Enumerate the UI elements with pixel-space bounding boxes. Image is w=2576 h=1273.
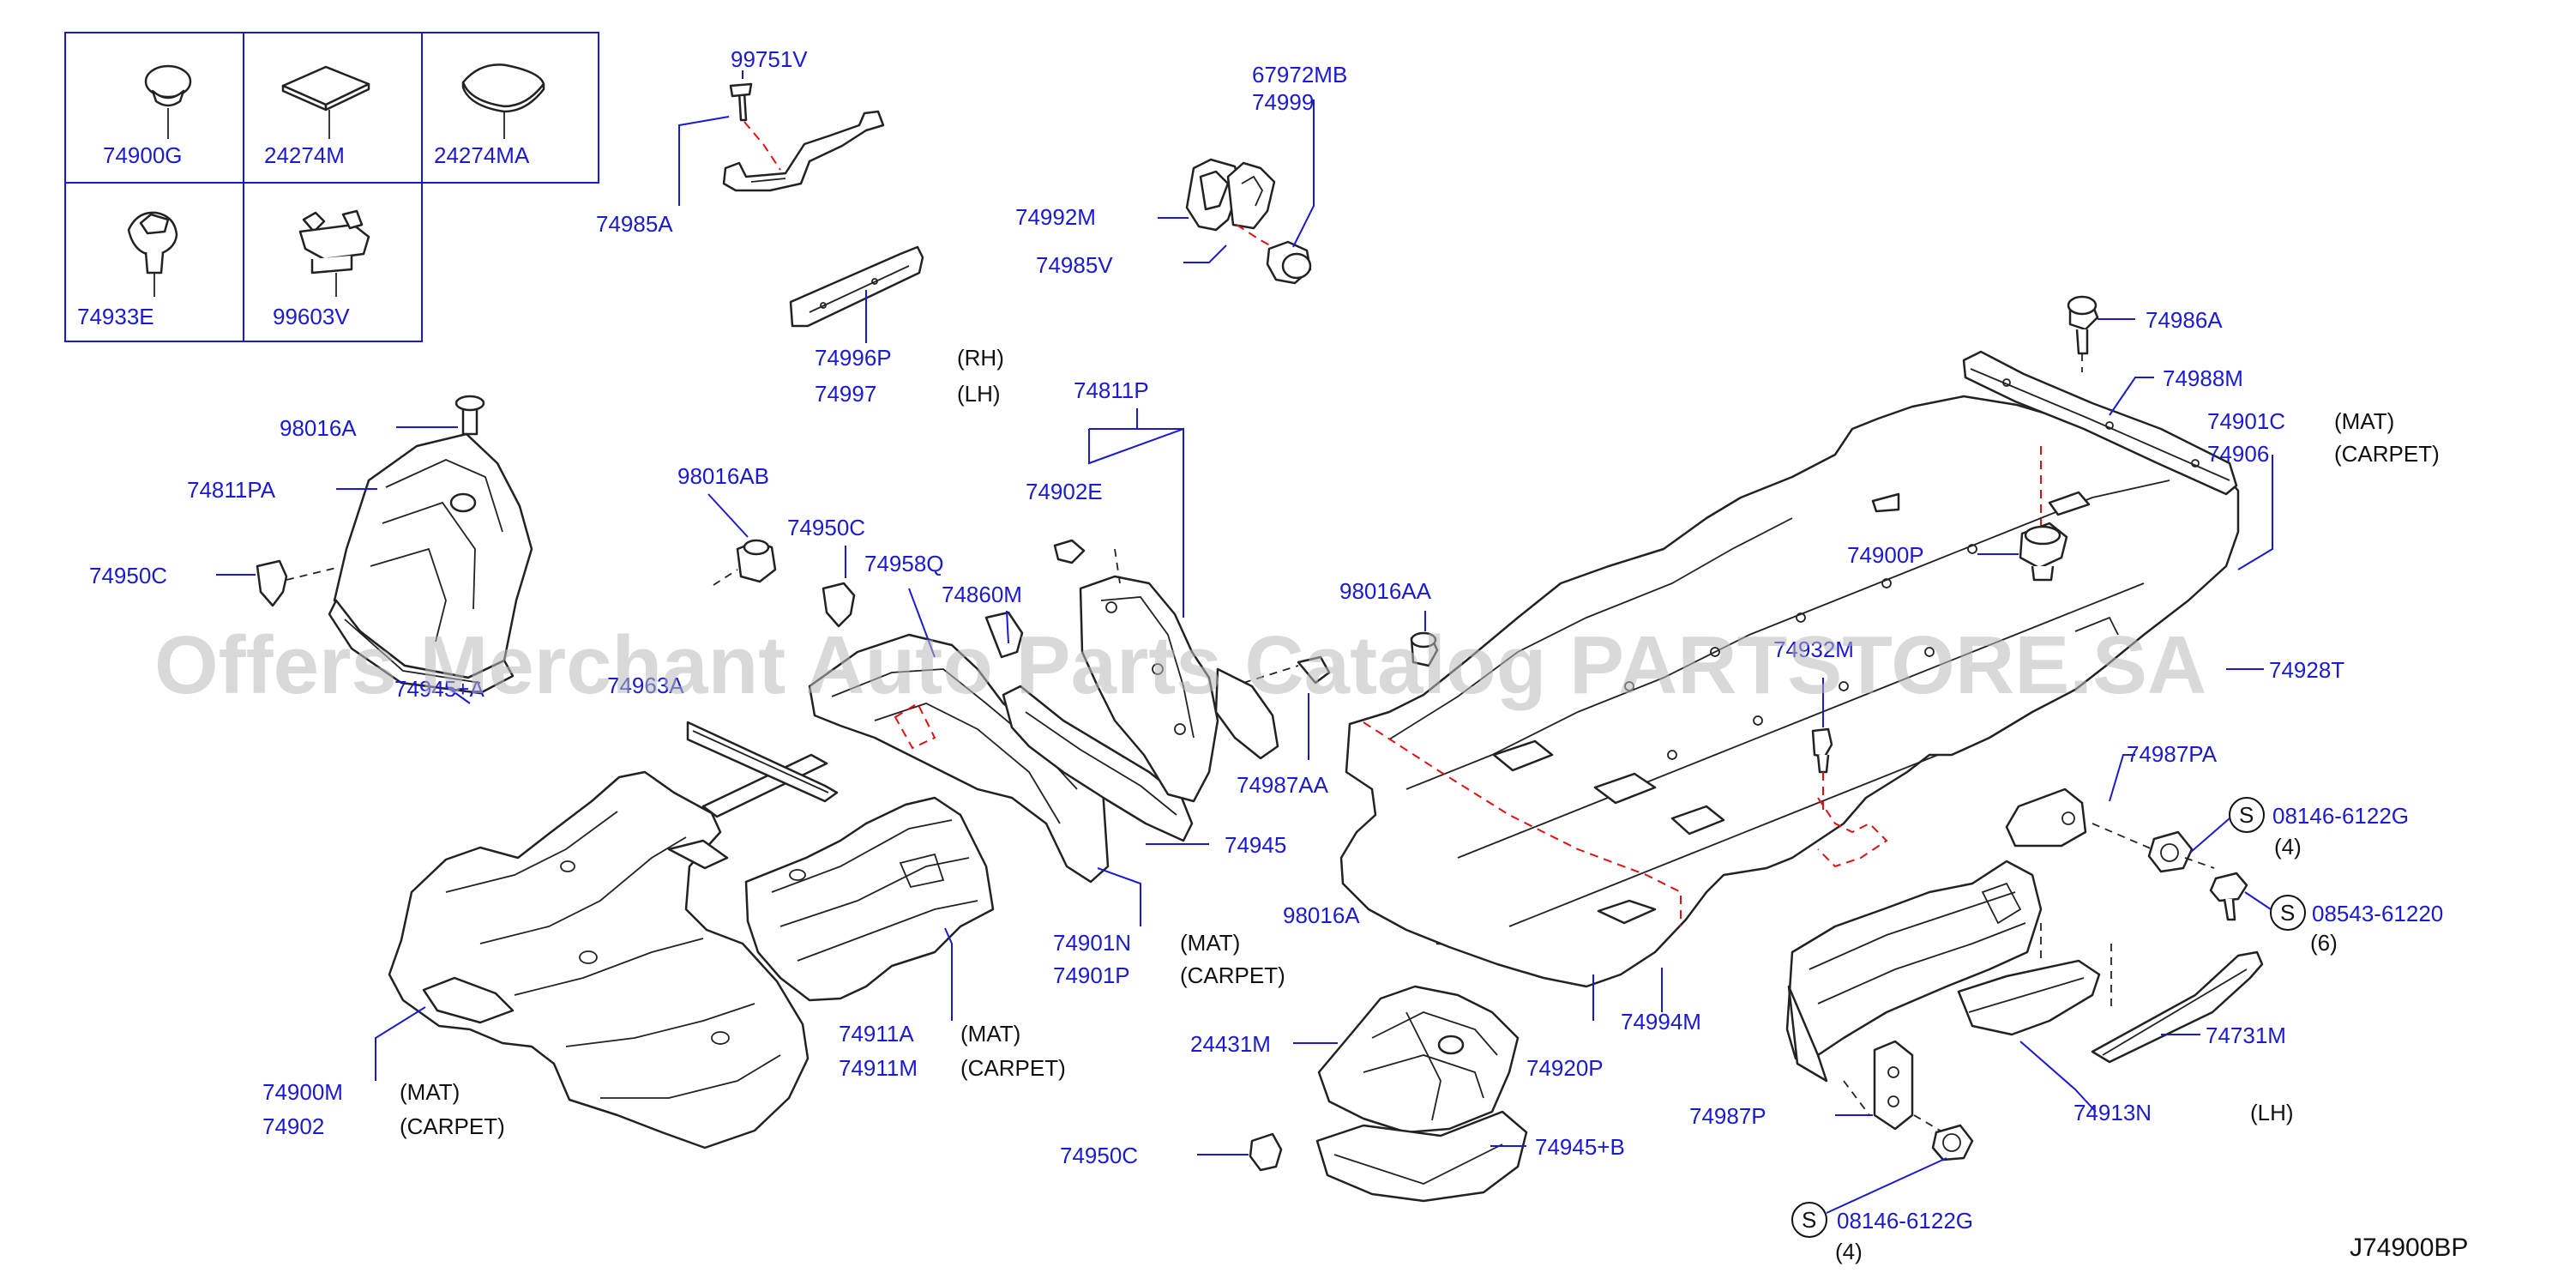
note-lh-74913N: (LH) bbox=[2250, 1100, 2294, 1125]
bracket-74992M-illustration bbox=[1185, 158, 1312, 285]
callout-74900P[interactable]: 74900P bbox=[1847, 542, 1924, 568]
legend-part-99603V[interactable]: 99603V bbox=[273, 304, 350, 329]
note-carpet-74911M: (CARPET) bbox=[960, 1055, 1066, 1081]
callout-08146-top[interactable]: 08146-6122G bbox=[2272, 803, 2409, 829]
clip-74932M-illustration bbox=[1811, 727, 1833, 815]
legend-box: 74900G 24274M 24274MA 74933E bbox=[64, 32, 599, 342]
legend-part-24274MA[interactable]: 24274MA bbox=[434, 142, 530, 168]
callout-74901C[interactable]: 74901C bbox=[2207, 408, 2285, 434]
callout-74902[interactable]: 74902 bbox=[262, 1113, 324, 1139]
callout-74994M[interactable]: 74994M bbox=[1621, 1009, 1701, 1035]
callout-74731M[interactable]: 74731M bbox=[2206, 1023, 2286, 1048]
note-mat-74911A: (MAT) bbox=[960, 1021, 1020, 1047]
note-carpet-74901P: (CARPET) bbox=[1180, 962, 1285, 988]
clip-74900P-illustration bbox=[2019, 522, 2068, 582]
bracket-assembly-center-illustration bbox=[713, 539, 1331, 884]
callout-74950C-bot[interactable]: 74950C bbox=[1060, 1143, 1138, 1168]
diagram-code: J74900BP bbox=[2350, 1234, 2468, 1262]
square-pad-icon bbox=[281, 65, 370, 139]
callout-74987AA[interactable]: 74987AA bbox=[1237, 772, 1329, 798]
watermark: Offers Merchant Auto Parts Catalog PARTS… bbox=[154, 619, 2206, 711]
bracket-74987PA-illustration bbox=[2005, 787, 2248, 921]
callout-74950C-left[interactable]: 74950C bbox=[89, 563, 167, 588]
callout-74902E[interactable]: 74902E bbox=[1026, 479, 1103, 504]
bracket-clip-icon bbox=[298, 209, 370, 297]
tray-74913N-illustration bbox=[1785, 860, 2264, 1161]
callout-98016A-bot[interactable]: 98016A bbox=[1283, 902, 1360, 928]
floor-mat-74900M-illustration bbox=[388, 753, 828, 1149]
screw-08543: S bbox=[2244, 891, 2306, 931]
s-mark-bot: S bbox=[1802, 1207, 1816, 1233]
note-mat-74900M: (MAT) bbox=[400, 1079, 460, 1105]
callout-74987P[interactable]: 74987P bbox=[1689, 1103, 1766, 1129]
callout-74963A[interactable]: 74963A bbox=[607, 673, 684, 698]
callout-98016A-top[interactable]: 98016A bbox=[280, 415, 357, 441]
callout-74958Q[interactable]: 74958Q bbox=[864, 551, 944, 576]
callout-74860M[interactable]: 74860M bbox=[942, 582, 1022, 607]
legend-part-74933E[interactable]: 74933E bbox=[77, 304, 154, 329]
note-carpet-74902: (CARPET) bbox=[400, 1113, 505, 1139]
callout-74945A[interactable]: 74945+A bbox=[394, 676, 485, 702]
callout-74985V[interactable]: 74985V bbox=[1036, 252, 1113, 278]
callout-98016AA[interactable]: 98016AA bbox=[1339, 578, 1432, 604]
callout-74992M[interactable]: 74992M bbox=[1015, 204, 1096, 230]
callout-74999[interactable]: 74999 bbox=[1252, 89, 1314, 115]
screw-08146-bot: S bbox=[1791, 1157, 1947, 1238]
callout-99751V[interactable]: 99751V bbox=[731, 46, 808, 72]
note-carpet-74906: (CARPET) bbox=[2334, 441, 2440, 467]
callout-24431M[interactable]: 24431M bbox=[1190, 1031, 1271, 1057]
callout-74811PA[interactable]: 74811PA bbox=[187, 477, 276, 503]
legend-part-24274M[interactable]: 24274M bbox=[264, 142, 345, 168]
callout-74932M[interactable]: 74932M bbox=[1773, 636, 1854, 662]
note-lh-74997: (LH) bbox=[957, 381, 1001, 407]
strip-74996P-illustration bbox=[789, 245, 924, 328]
floor-mat-74911A-illustration bbox=[744, 796, 995, 1002]
note-qty4-bot: (4) bbox=[1835, 1239, 1863, 1264]
rail-74988M-illustration bbox=[1962, 295, 2238, 496]
note-mat-74901N: (MAT) bbox=[1180, 930, 1240, 956]
s-mark-08543: S bbox=[2280, 900, 2295, 926]
callout-74988M[interactable]: 74988M bbox=[2163, 365, 2243, 391]
callout-74945[interactable]: 74945 bbox=[1225, 832, 1286, 858]
note-qty6: (6) bbox=[2310, 930, 2338, 956]
screw-08146-top: S bbox=[2189, 797, 2265, 854]
callout-74928T[interactable]: 74928T bbox=[2269, 657, 2344, 683]
cargo-mat-74901C-illustration bbox=[1339, 395, 2240, 988]
rounded-pad-icon bbox=[461, 63, 545, 139]
callout-74913N[interactable]: 74913N bbox=[2073, 1100, 2152, 1125]
callout-74906[interactable]: 74906 bbox=[2207, 441, 2269, 467]
callout-08146-bot[interactable]: 08146-6122G bbox=[1837, 1208, 1973, 1234]
note-qty4-top: (4) bbox=[2274, 834, 2302, 860]
s-mark-top: S bbox=[2239, 802, 2254, 828]
bracket-74985A-illustration bbox=[722, 82, 885, 192]
callout-74901P[interactable]: 74901P bbox=[1053, 962, 1130, 988]
note-rh: (RH) bbox=[957, 345, 1004, 371]
callout-74811P[interactable]: 74811P bbox=[1074, 377, 1149, 403]
callout-98016AB[interactable]: 98016AB bbox=[677, 463, 769, 489]
callout-08543[interactable]: 08543-61220 bbox=[2312, 901, 2443, 926]
callout-74900M[interactable]: 74900M bbox=[262, 1079, 343, 1105]
insulator-74811PA-illustration bbox=[256, 395, 533, 695]
clip-98016AA-illustration bbox=[1410, 631, 1439, 667]
callout-74997[interactable]: 74997 bbox=[815, 381, 876, 407]
callout-67972MB[interactable]: 67972MB bbox=[1252, 62, 1347, 87]
callout-74920P[interactable]: 74920P bbox=[1526, 1055, 1604, 1081]
callout-74901N[interactable]: 74901N bbox=[1053, 930, 1131, 956]
callout-74945B[interactable]: 74945+B bbox=[1535, 1134, 1625, 1160]
callout-74986A[interactable]: 74986A bbox=[2146, 307, 2223, 333]
callout-74950C-mid[interactable]: 74950C bbox=[787, 515, 865, 540]
strip-74963A-illustration bbox=[686, 721, 839, 803]
callout-74911M[interactable]: 74911M bbox=[839, 1055, 918, 1081]
callout-74985A[interactable]: 74985A bbox=[596, 211, 673, 237]
callout-74996P[interactable]: 74996P bbox=[815, 345, 892, 371]
rivet-clip-icon bbox=[127, 211, 178, 297]
note-mat-74901C: (MAT) bbox=[2334, 408, 2394, 434]
legend-part-74900G[interactable]: 74900G bbox=[103, 142, 183, 168]
callout-74987PA[interactable]: 74987PA bbox=[2127, 741, 2218, 767]
push-clip-icon bbox=[144, 64, 192, 139]
callout-74911A[interactable]: 74911A bbox=[839, 1021, 914, 1047]
